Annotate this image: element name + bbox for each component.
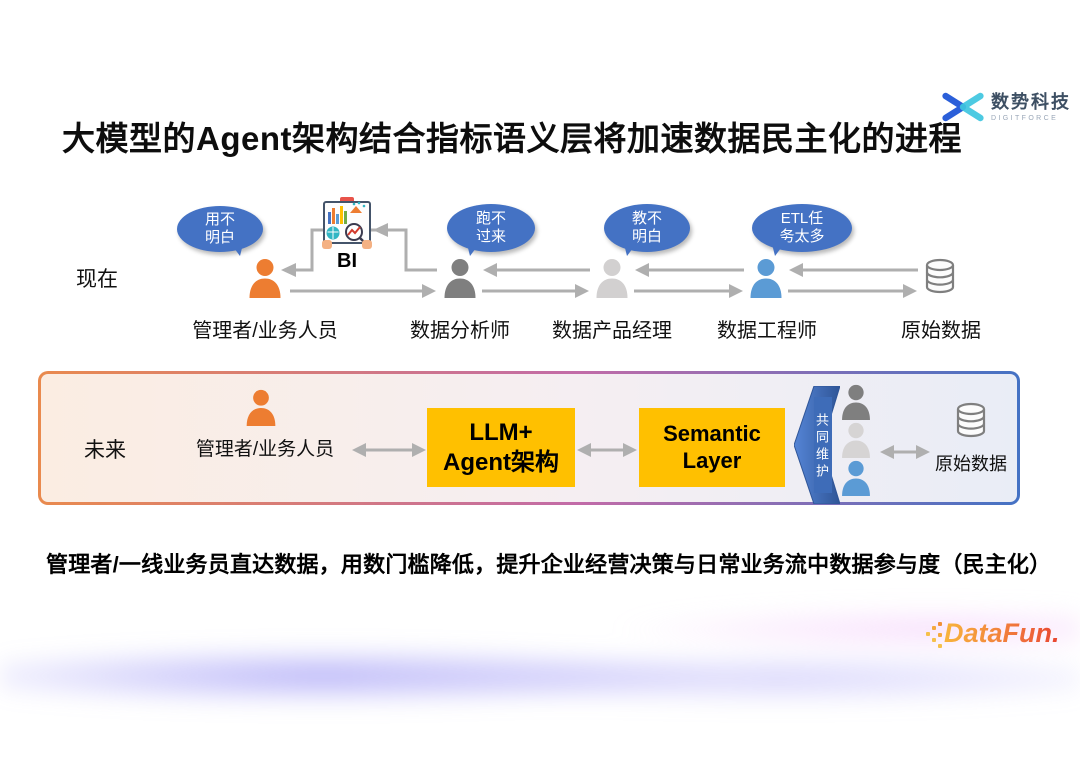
bubble-line: 跑不 [475, 210, 506, 228]
role-label-raw-data: 原始数据 [901, 320, 981, 342]
role-label-engineer: 数据工程师 [717, 320, 817, 342]
speech-bubble-cant-teach: 教不 明白 [604, 204, 690, 252]
database-icon [925, 258, 955, 294]
maintainer-person-icon-product-manager [842, 422, 870, 458]
now-section-label: 现在 [76, 268, 118, 291]
page-title: 大模型的Agent架构结合指标语义层将加速数据民主化的进程 [62, 120, 962, 157]
speech-bubble-cant-use: 用不 明白 [177, 206, 263, 252]
future-manager-person-icon [246, 389, 276, 426]
semantic-layer-box: Semantic Layer [639, 408, 785, 487]
role-label-product-manager: 数据产品经理 [552, 320, 672, 342]
digitforce-logo: 数势科技 DIGITFORCE [941, 88, 1071, 126]
datafun-pixels-icon [932, 626, 936, 630]
datafun-pixels-icon [938, 622, 942, 626]
summary-text: 管理者/一线业务员直达数据，用数门槛降低，提升企业经营决策与日常业务流中数据参与… [46, 552, 1052, 577]
analyst-person-icon [444, 259, 476, 298]
brand-name: 数势科技 [991, 91, 1071, 112]
datafun-pixels-icon [938, 633, 942, 637]
maintainer-person-icon-engineer [842, 460, 870, 496]
bi-label: BI [337, 250, 357, 272]
llm-box-line: Agent架构 [443, 448, 559, 476]
product-manager-person-icon [596, 259, 628, 298]
manager-person-icon [249, 259, 281, 298]
future-section-label: 未来 [84, 439, 126, 462]
maintain-label: 共同维护 [814, 413, 829, 481]
speech-bubble-too-many-etl: ETL任 务太多 [752, 204, 852, 252]
bubble-line: 过来 [475, 228, 506, 245]
future-raw-data-label: 原始数据 [935, 454, 1007, 474]
datafun-pixels-icon [932, 638, 936, 642]
datafun-pixels-icon [926, 632, 930, 636]
datafun-logo-text: DataFun. [944, 618, 1060, 648]
role-label-analyst: 数据分析师 [410, 320, 510, 342]
bubble-line: 教不 [631, 210, 662, 228]
llm-box-line: LLM+ [469, 419, 533, 447]
semantic-box-line: Semantic [663, 420, 761, 446]
bubble-line: 用不 [204, 211, 235, 229]
bubble-line: 明白 [631, 228, 662, 245]
brand-subtitle: DIGITFORCE [991, 114, 1059, 122]
bi-dashboard-icon [322, 197, 372, 249]
datafun-pixels-icon [938, 644, 942, 648]
future-manager-label: 管理者/业务人员 [195, 439, 335, 460]
semantic-box-line: Layer [682, 447, 742, 473]
speech-bubble-cant-keep-up: 跑不 过来 [447, 204, 535, 252]
bubble-line: 明白 [204, 229, 235, 246]
digitforce-logo-icon [942, 92, 984, 122]
datafun-logo: DataFun. [926, 616, 1076, 662]
bubble-line: 务太多 [779, 228, 825, 245]
maintainer-person-icon-analyst [842, 384, 870, 420]
role-label-manager: 管理者/业务人员 [192, 320, 338, 342]
engineer-person-icon [750, 259, 782, 298]
future-database-icon [956, 402, 986, 438]
bubble-line: ETL任 [780, 210, 824, 228]
maintain-arrow-icon [794, 386, 840, 504]
llm-agent-box: LLM+ Agent架构 [427, 408, 575, 487]
